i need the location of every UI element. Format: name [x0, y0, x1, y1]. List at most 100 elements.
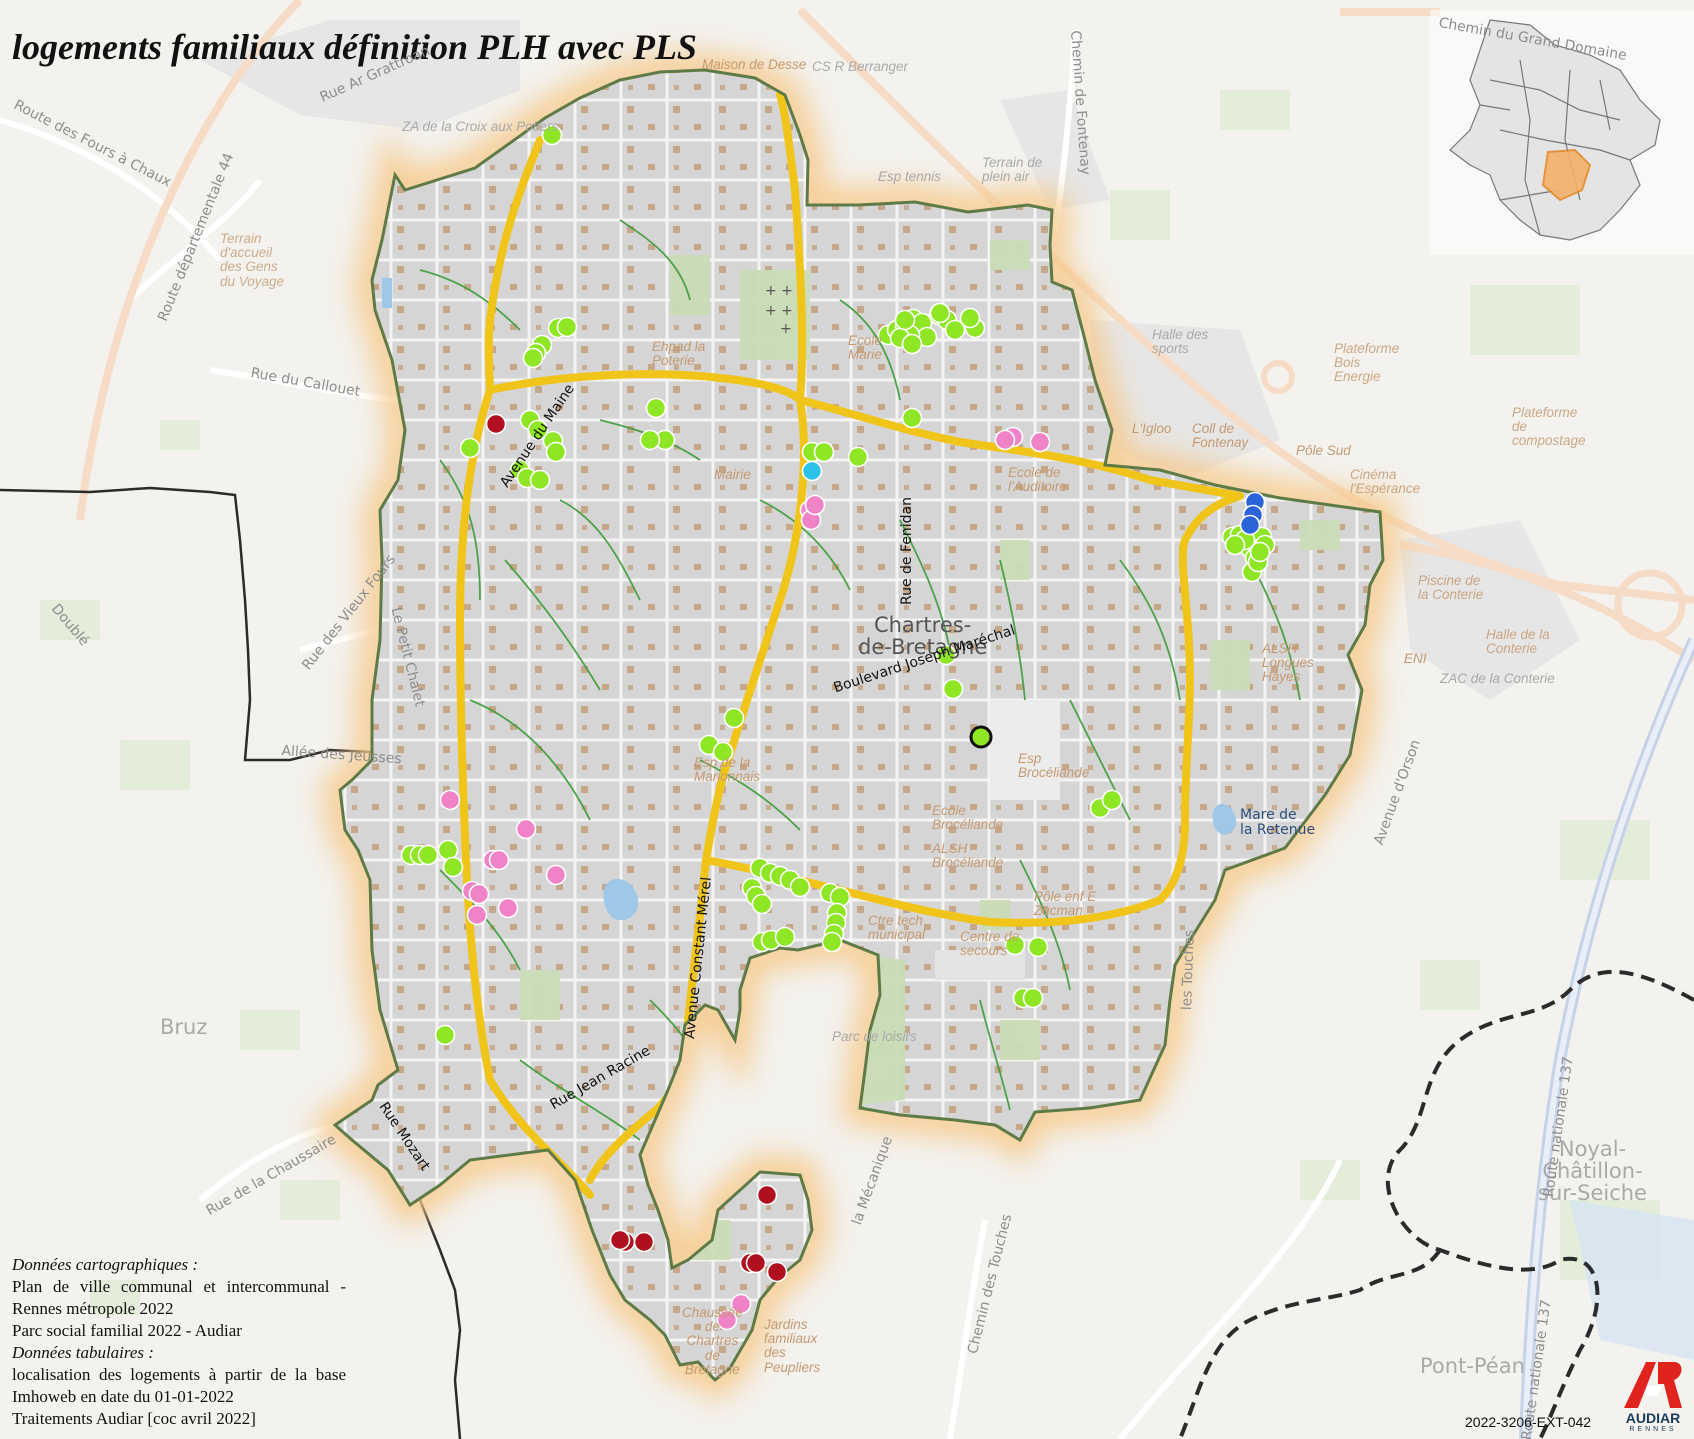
poi-halle-sports-l2: sports: [1152, 341, 1189, 357]
poi-mairie: Mairie: [714, 467, 751, 482]
poi-cinema: Cinéma l'Espérance: [1350, 467, 1421, 497]
svg-text:+: +: [780, 321, 792, 337]
housing-dot-green: [459, 437, 481, 459]
poi-terrain-gens-l4: du Voyage: [220, 273, 285, 289]
poi-ecole-marie-l1: Ecole: [848, 333, 882, 348]
cemetery: + + + + +: [765, 283, 793, 337]
poi-pole-enf: Pôle enf E Zucman: [1034, 889, 1096, 918]
housing-dot-cyan: [801, 460, 823, 482]
housing-dot-blue: [1239, 514, 1261, 536]
housing-dot-green: [1004, 934, 1026, 956]
poi-jardins-l2: familiaux: [764, 1331, 818, 1347]
housing-dot-green: [639, 429, 661, 451]
audiar-logo-sub: RENNES: [1629, 1426, 1677, 1433]
poi-jardins-l1: Jardins: [764, 1317, 808, 1332]
town-label-line1: Chartres-: [873, 613, 972, 637]
poi-ecole-auditoire: Ecole de l'Auditoire: [1008, 465, 1067, 495]
poi-zac-conterie: ZAC de la Conterie: [1440, 671, 1555, 686]
poi-alsh-longues-l2: Longues: [1262, 655, 1314, 671]
housing-dot-green: [847, 446, 869, 468]
poi-centre-secours-l1: Centre de: [960, 929, 1020, 944]
poi-alsh-longues-l1: ALSH: [1262, 641, 1298, 656]
poi-piscine-l2: la Conterie: [1418, 587, 1484, 603]
housing-dot-pink: [466, 904, 488, 926]
poi-chaussee-l2: de: [704, 1319, 720, 1335]
street-les-touches: les Touches: [1179, 929, 1198, 1011]
commune-noyal: Noyal- Châtillon- sur-Seiche: [1538, 1138, 1647, 1204]
town-label: Chartres- de-Bretagne: [858, 614, 987, 658]
poi-terrain-gens: Terrain d'accueil des Gens du Voyage: [220, 231, 285, 289]
poi-chaussee-l5: Bretagne: [685, 1361, 740, 1377]
poi-pole-sud: Pôle Sud: [1296, 443, 1351, 458]
poi-plateforme-compost-l2: de: [1512, 419, 1528, 435]
poi-jardins: Jardins familiaux des Peupliers: [764, 1317, 821, 1375]
housing-dot-green: [437, 839, 459, 861]
poi-piscine: Piscine de la Conterie: [1418, 573, 1484, 603]
housing-dot-pink: [545, 864, 567, 886]
housing-dot-green: [529, 469, 551, 491]
poi-chaussee-l3: Chartres: [686, 1333, 739, 1349]
poi-esp-marionnais-l1: Esp de la: [694, 755, 751, 770]
poi-jardins-l4: Peupliers: [764, 1359, 821, 1375]
poi-cinema-l2: l'Espérance: [1350, 481, 1421, 497]
housing-dot-darkred: [633, 1231, 655, 1253]
poi-alsh-longues: ALSH Longues Hayes: [1262, 641, 1314, 685]
poi-terrain-gens-l2: d'accueil: [220, 245, 273, 261]
housing-dot-green: [901, 407, 923, 429]
poi-alsh-broceliande-l2: Brocéliande: [932, 855, 1004, 871]
locator-highlight: [1541, 148, 1592, 202]
housing-dot-green: [541, 124, 563, 146]
poi-esp-broceliande-l1: Esp: [1018, 751, 1042, 766]
credits-line-plan: Plan de ville communal et intercommunal …: [12, 1277, 346, 1318]
credits-line-localisation: localisation des logements à partir de l…: [12, 1365, 346, 1406]
housing-dot-pink: [439, 789, 461, 811]
svg-text:+ +: + +: [765, 283, 793, 299]
housing-dot-green: [944, 319, 966, 341]
poi-ctre-tech: Ctre tech municipal: [868, 913, 925, 942]
poi-plateforme-bois-l3: Energie: [1334, 369, 1381, 385]
housing-dot-green: [774, 926, 796, 948]
poi-cinema-l1: Cinéma: [1350, 467, 1397, 482]
map-title: logements familiaux définition PLH avec …: [12, 27, 697, 67]
housing-dot-green: [894, 309, 916, 331]
poi-za-croix: ZA de la Croix aux Potiers: [402, 119, 559, 134]
poi-mare-l1: Mare de: [1240, 807, 1297, 823]
poi-chaussee-l4: de: [704, 1347, 720, 1363]
housing-dot-darkred: [766, 1261, 788, 1283]
housing-dot-pink: [488, 849, 510, 871]
poi-coll-fontenay-l2: Fontenay: [1192, 435, 1249, 451]
poi-ecole-broceliande: Ecole Brocéliande: [932, 803, 1003, 832]
housing-dot-darkred: [485, 413, 507, 435]
housing-dot-pink: [515, 818, 537, 840]
housing-dot-green: [935, 644, 957, 666]
poi-ecole-marie: Ecole Marie: [848, 333, 882, 362]
poi-ecole-auditoire-l1: Ecole de: [1008, 465, 1061, 480]
poi-plateforme-compost: Plateforme de compostage: [1512, 405, 1586, 449]
housing-dot-green: [434, 1024, 456, 1046]
housing-dot-pink: [730, 1293, 752, 1315]
housing-dot-pink: [468, 883, 490, 905]
poi-esp-marionnais-l2: Marionnais: [694, 769, 761, 785]
audiar-logo-name: AUDIAR: [1625, 1410, 1681, 1426]
town-label-line2: de-Bretagne: [858, 635, 988, 660]
map-reference: 2022-3206-EXT-042: [1465, 1414, 1592, 1430]
credits-heading-carto: Données cartographiques :: [12, 1255, 199, 1274]
poi-mare-l2: la Retenue: [1240, 821, 1316, 838]
poi-plateforme-compost-l3: compostage: [1512, 433, 1586, 449]
poi-ecole-auditoire-l2: l'Auditoire: [1008, 479, 1067, 495]
housing-dot-green: [942, 678, 964, 700]
commune-noyal-line3: sur-Seiche: [1538, 1181, 1647, 1206]
street-rue-fenidan: Rue de Fenidan: [899, 497, 915, 605]
housing-dot-green: [417, 844, 439, 866]
housing-dot-green: [1027, 936, 1049, 958]
credits-block: Données cartographiques : Plan de ville …: [12, 1254, 346, 1430]
housing-dot-green: [821, 931, 843, 953]
poi-plateforme-compost-l1: Plateforme: [1512, 405, 1578, 420]
housing-dot-green: [527, 419, 549, 441]
housing-dot-pink: [716, 1309, 738, 1331]
poi-halle-conterie-l2: Conterie: [1486, 641, 1538, 657]
housing-dot-green-outlined: [969, 725, 993, 749]
housing-dot-green: [556, 316, 578, 338]
poi-centre-secours: Centre de secours: [960, 929, 1020, 958]
housing-dot-green: [723, 707, 745, 729]
